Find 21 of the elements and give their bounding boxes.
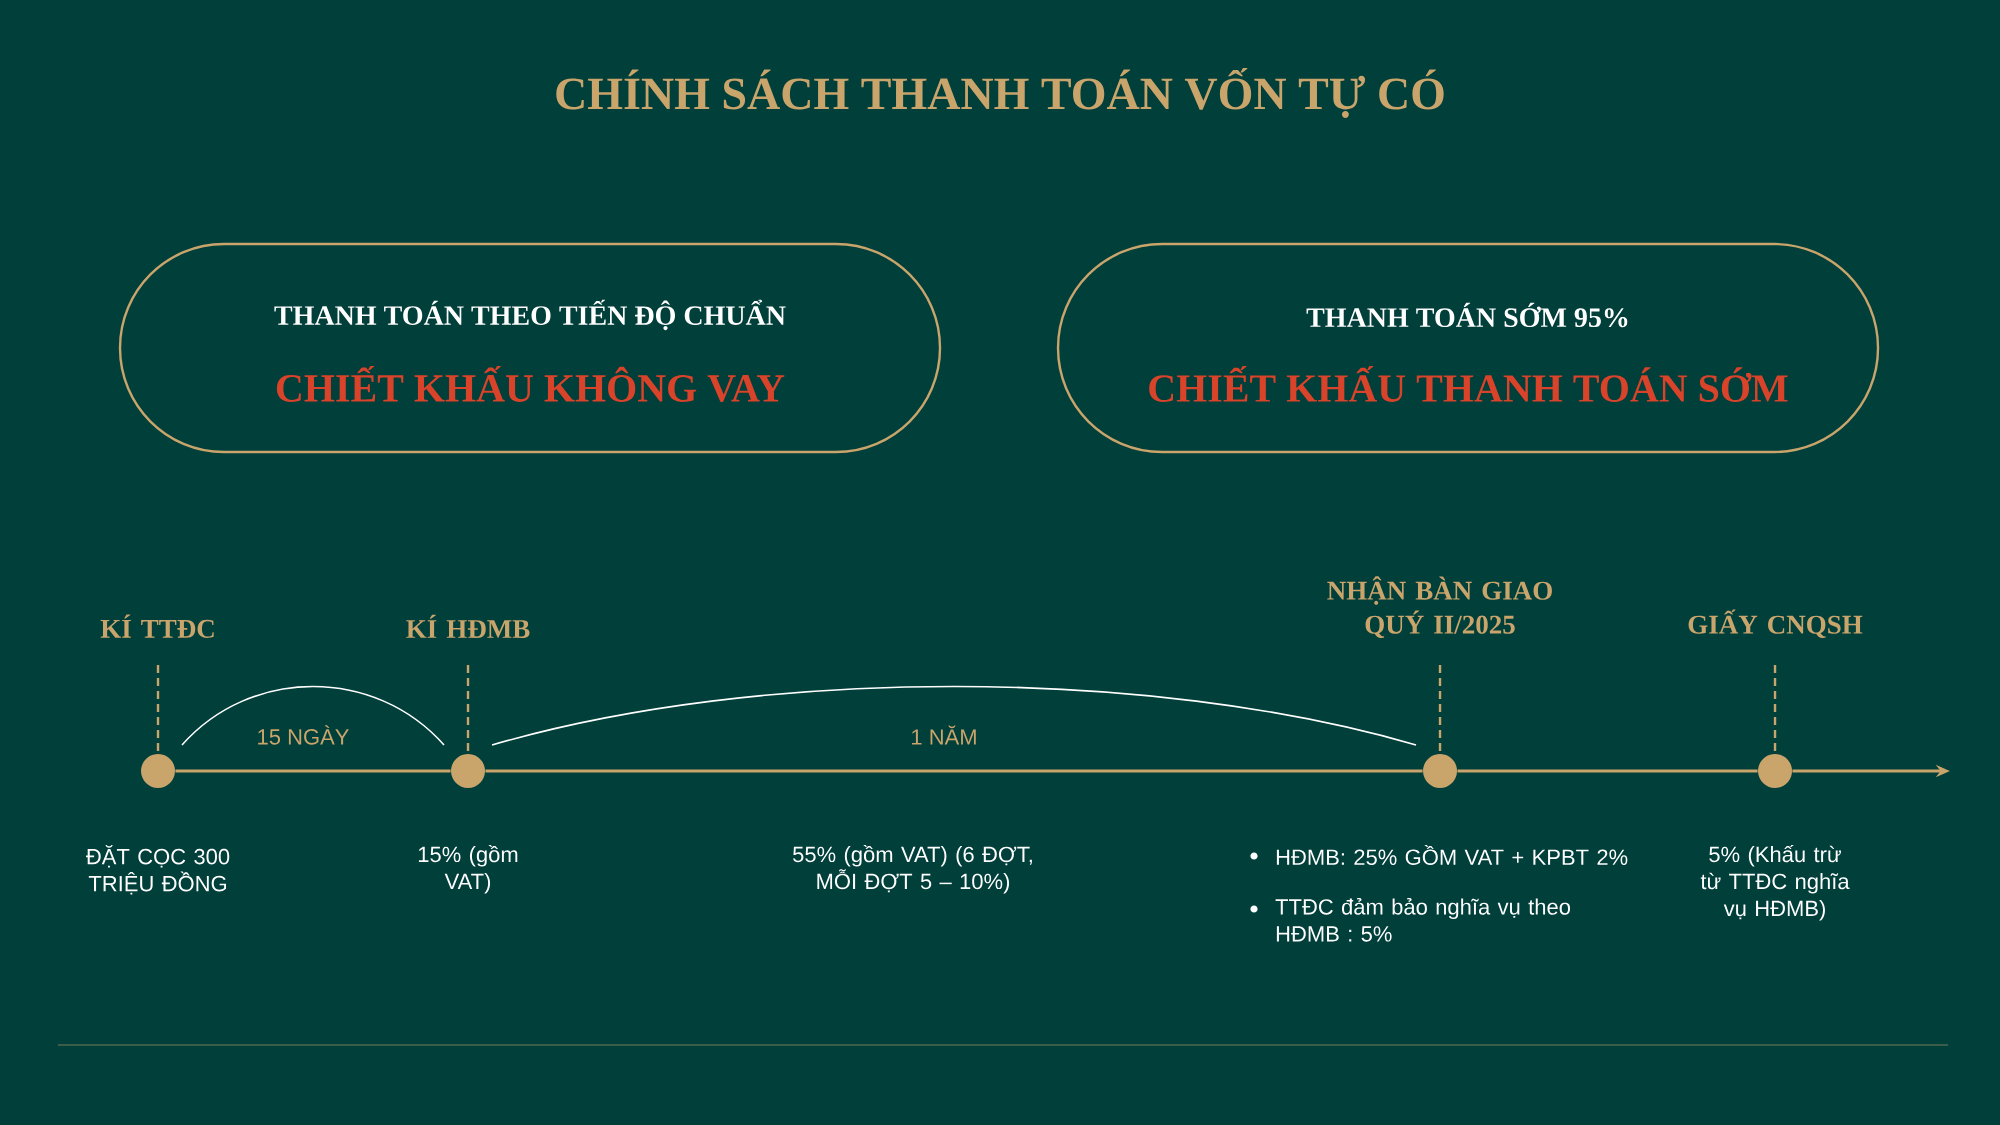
- milestone: KÍ HĐMB: [406, 614, 530, 788]
- description: 5% (Khấu trừ từ TTĐC nghĩa vụ HĐMB): [1700, 845, 1850, 921]
- description: ĐẶT CỌC 300 TRIỆU ĐỒNG: [86, 845, 230, 895]
- title: CHÍNH SÁCH THANH TOÁN VỐN TỰ CÓ: [556, 68, 1444, 118]
- bullet-item: TTĐC đảm bảo nghĩa vụ theo HĐMB : 5%: [1250, 898, 1570, 942]
- duration-arc: [491, 685, 1417, 746]
- edge-label: 15 NGÀY: [258, 725, 349, 745]
- duration-arc: [181, 685, 445, 746]
- description: 15% (gồm VAT): [418, 845, 518, 894]
- bullet-item: HĐMB: 25% GỒM VAT + KPBT 2%: [1250, 845, 1628, 865]
- node-label: KÍ HĐMB: [406, 614, 530, 638]
- node-label: NHẬN BÀN GIAO QUÝ II/2025: [1327, 576, 1552, 638]
- milestone: NHẬN BÀN GIAO QUÝ II/2025: [1327, 576, 1552, 788]
- description: 55% (gồm VAT) (6 ĐỢT, MỖI ĐỢT 5 – 10%): [793, 845, 1032, 894]
- node-label: GIẤY CNQSH: [1688, 609, 1863, 638]
- milestone: GIẤY CNQSH: [1688, 609, 1863, 788]
- milestone: KÍ TTĐC: [100, 614, 214, 788]
- pill-box: THANH TOÁN SỚM 95% CHIẾT KHẤU THANH TOÁN SỚM: [1056, 242, 1880, 454]
- pill-box: THANH TOÁN THEO TIẾN ĐỘ CHUẨN CHIẾT KHẤU KHÔNG VAY: [118, 242, 942, 454]
- edge-label: 1 NĂM: [912, 725, 976, 745]
- node-label: KÍ TTĐC: [100, 614, 214, 638]
